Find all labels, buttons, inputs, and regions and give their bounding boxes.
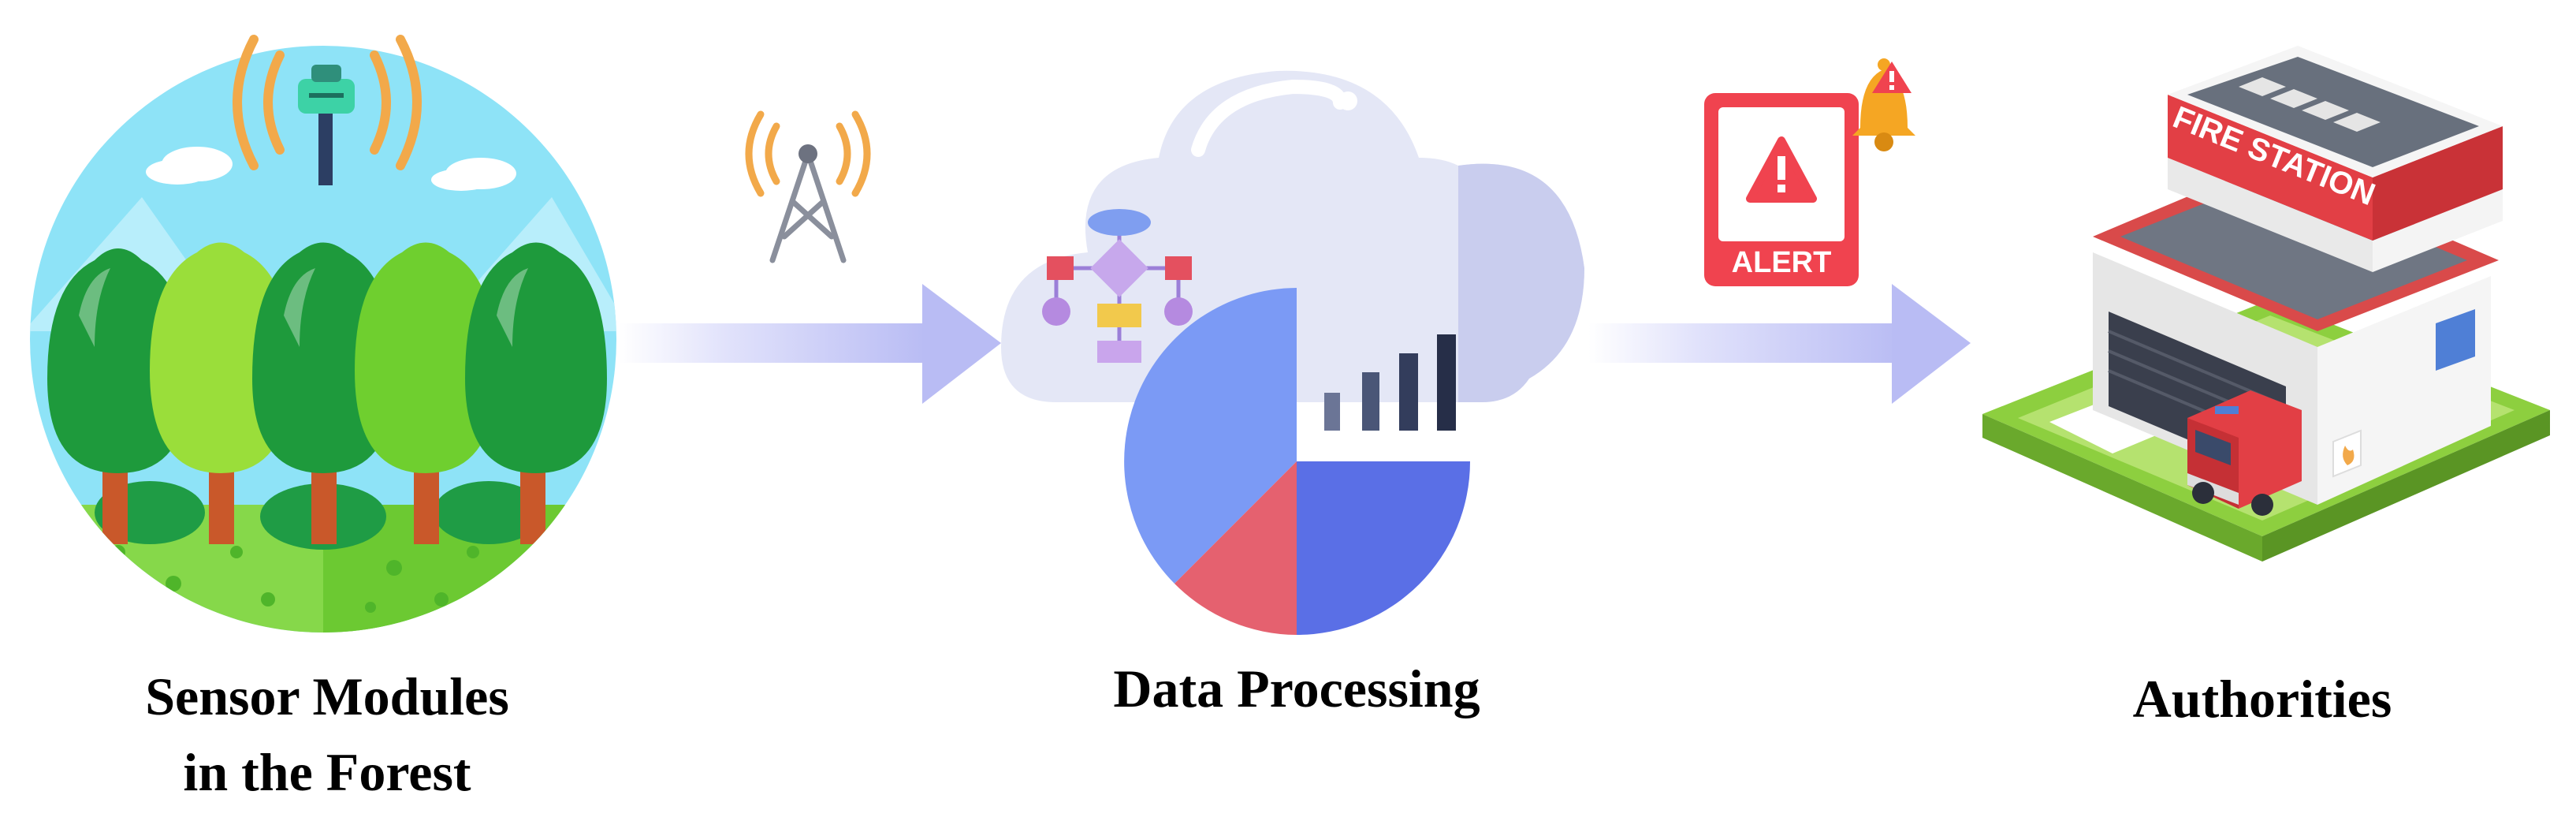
fire-station-icon [1982,46,2550,562]
flowchart-icon [1042,209,1193,363]
node-label-line: in the Forest [183,742,471,802]
bell-icon [1852,58,1915,151]
alert-screen-icon [1704,93,1859,286]
pie-chart-icon [1124,288,1470,635]
bar-chart-icon [1324,334,1456,431]
flow-arrow-sensor-to-processing [619,284,1001,404]
node-label-sensor-modules: Sensor Modules in the Forest [118,659,536,810]
node-label-authorities: Authorities [2018,661,2507,737]
node-label-line: Data Processing [1113,659,1480,718]
node-label-line: Authorities [2132,669,2392,729]
flow-arrow-processing-to-authorities [1588,284,1971,404]
radio-tower-icon [745,110,871,263]
alert-label: ALERT [1732,246,1832,279]
cloud-icon [1001,70,1584,403]
node-label-data-processing: Data Processing [993,651,1600,726]
sensor-antenna-icon [233,35,422,185]
node-label-line: Sensor Modules [145,666,509,726]
